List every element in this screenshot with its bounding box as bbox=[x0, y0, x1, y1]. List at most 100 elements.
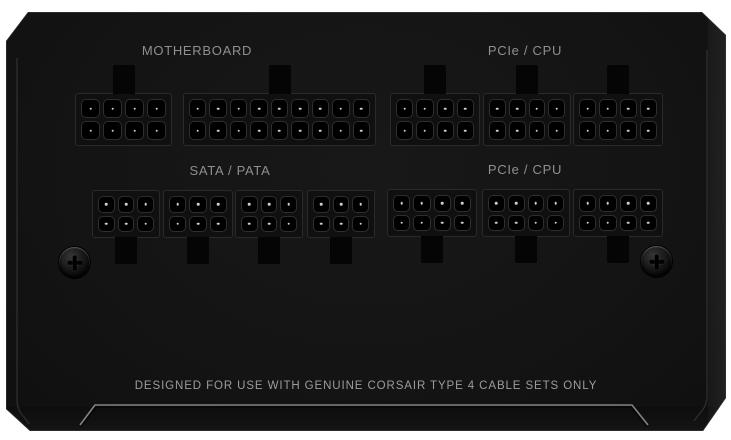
connector-latch-slot bbox=[424, 65, 446, 94]
pin-socket bbox=[117, 215, 135, 232]
pin-socket bbox=[311, 99, 330, 118]
pin-socket bbox=[527, 214, 545, 231]
pin-socket bbox=[579, 195, 597, 212]
pin-socket bbox=[599, 121, 617, 140]
pin-socket bbox=[311, 121, 330, 140]
pin-socket bbox=[599, 195, 617, 212]
pin-socket bbox=[456, 99, 474, 118]
pin-socket bbox=[189, 99, 207, 118]
cable-compatibility-notice: DESIGNED FOR USE WITH GENUINE CORSAIR TY… bbox=[134, 380, 598, 392]
pin-socket bbox=[599, 99, 617, 118]
pin-socket bbox=[639, 195, 657, 212]
pin-socket bbox=[548, 99, 565, 118]
pin-socket bbox=[579, 99, 597, 118]
pin-socket bbox=[291, 99, 309, 118]
pin-socket bbox=[507, 195, 525, 212]
pin-socket bbox=[280, 215, 297, 232]
pin-socket bbox=[313, 196, 330, 213]
pin-socket bbox=[393, 214, 411, 231]
connector-latch-slot bbox=[607, 65, 629, 94]
pin-socket bbox=[280, 196, 297, 213]
pin-socket bbox=[453, 214, 471, 231]
pin-socket bbox=[416, 99, 434, 118]
pin-socket bbox=[507, 214, 525, 231]
pin-socket bbox=[527, 195, 545, 212]
pin-socket bbox=[189, 215, 207, 232]
pin-socket bbox=[352, 215, 369, 232]
pin-socket bbox=[260, 196, 278, 213]
pin-socket bbox=[241, 215, 258, 232]
pin-socket bbox=[599, 214, 617, 231]
connector-latch-slot bbox=[112, 65, 135, 94]
connector-latch-slot bbox=[268, 65, 291, 94]
pin-socket bbox=[396, 99, 414, 118]
pin-socket bbox=[639, 214, 657, 231]
connector-8-pin-pcie-cpu-top bbox=[573, 65, 663, 146]
pin-socket bbox=[147, 121, 166, 140]
pin-socket bbox=[229, 121, 248, 140]
pin-socket bbox=[488, 214, 505, 231]
pin-socket bbox=[209, 215, 227, 232]
pin-socket bbox=[189, 121, 207, 140]
pin-socket bbox=[189, 196, 207, 213]
pin-socket bbox=[547, 214, 564, 231]
connector-8-pin-pcie-cpu-bottom bbox=[482, 189, 570, 263]
pin-socket bbox=[579, 121, 597, 140]
pin-socket bbox=[547, 195, 564, 212]
pin-socket bbox=[639, 121, 657, 140]
pin-socket bbox=[332, 215, 350, 232]
pin-socket bbox=[396, 121, 414, 140]
pin-socket bbox=[413, 214, 431, 231]
pin-socket bbox=[125, 99, 144, 118]
connector-latch-slot bbox=[607, 236, 629, 263]
pin-socket bbox=[456, 121, 474, 140]
pin-socket bbox=[619, 214, 637, 231]
connector-6-pin-sata-pata bbox=[92, 190, 160, 264]
pin-socket bbox=[260, 215, 278, 232]
pin-socket bbox=[619, 195, 637, 212]
connector-8-pin-motherboard bbox=[75, 65, 172, 146]
connector-latch-slot bbox=[187, 237, 209, 264]
pin-socket bbox=[81, 121, 100, 140]
pin-socket bbox=[453, 195, 471, 212]
pcie-cpu-top-section-label: PCIe / CPU bbox=[487, 43, 563, 58]
pin-socket bbox=[332, 121, 350, 140]
pin-socket bbox=[489, 99, 506, 118]
pin-socket bbox=[352, 99, 370, 118]
pin-socket bbox=[393, 195, 411, 212]
pin-socket bbox=[413, 195, 431, 212]
pin-socket bbox=[147, 99, 166, 118]
pin-socket bbox=[103, 121, 122, 140]
pin-socket bbox=[433, 195, 451, 212]
pin-socket bbox=[332, 99, 350, 118]
pin-socket bbox=[433, 214, 451, 231]
pin-socket bbox=[270, 121, 289, 140]
pin-socket bbox=[137, 215, 154, 232]
pin-socket bbox=[270, 99, 289, 118]
pin-socket bbox=[137, 196, 154, 213]
connector-6-pin-sata-pata bbox=[163, 190, 233, 264]
connector-latch-slot bbox=[421, 236, 443, 263]
pin-socket bbox=[229, 99, 248, 118]
pin-socket bbox=[508, 99, 526, 118]
connector-latch-slot bbox=[258, 237, 280, 264]
motherboard-section-label: MOTHERBOARD bbox=[141, 43, 253, 58]
connector-latch-slot bbox=[115, 237, 137, 264]
screw-left bbox=[59, 247, 90, 278]
pin-socket bbox=[291, 121, 309, 140]
connector-latch-slot bbox=[516, 65, 538, 94]
pin-socket bbox=[98, 196, 115, 213]
pin-socket bbox=[313, 215, 330, 232]
pin-socket bbox=[209, 196, 227, 213]
pin-socket bbox=[579, 214, 597, 231]
connector-8-pin-pcie-cpu-bottom bbox=[387, 189, 477, 263]
pin-socket bbox=[548, 121, 565, 140]
connector-latch-slot bbox=[330, 237, 352, 264]
connector-8-pin-pcie-cpu-top bbox=[483, 65, 571, 146]
pin-socket bbox=[488, 195, 505, 212]
pin-socket bbox=[332, 196, 350, 213]
pin-socket bbox=[436, 99, 454, 118]
connector-8-pin-pcie-cpu-bottom bbox=[573, 189, 663, 263]
